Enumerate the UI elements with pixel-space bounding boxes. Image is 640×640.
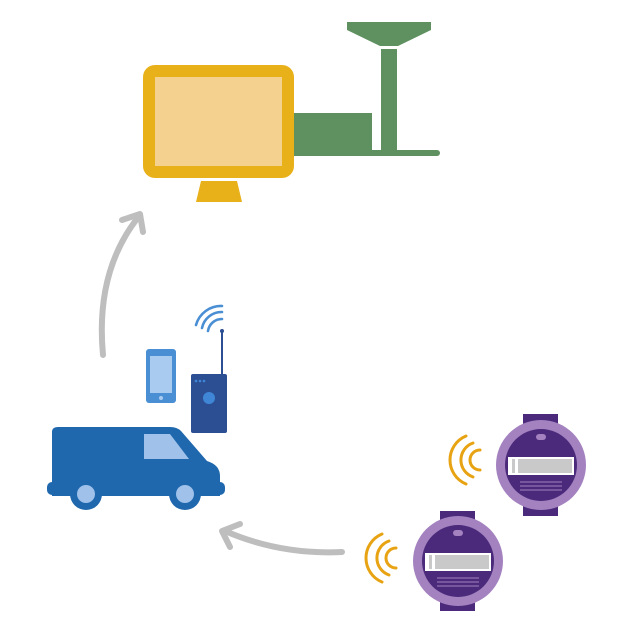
delivery-van-icon bbox=[47, 427, 225, 510]
monitor-icon bbox=[143, 65, 294, 202]
flow-arrow-up bbox=[98, 211, 146, 358]
smart-meter-icon bbox=[496, 414, 586, 516]
flow-arrow-left bbox=[219, 521, 345, 556]
radio-signal-icon bbox=[364, 532, 398, 584]
base-station-icon bbox=[294, 113, 372, 156]
wifi-icon bbox=[194, 304, 224, 333]
radio-signal-icon bbox=[448, 434, 482, 486]
satellite-dish-icon bbox=[347, 22, 440, 156]
smart-meter-icon bbox=[413, 511, 503, 611]
handheld-reader-icon bbox=[191, 329, 227, 433]
smartphone-icon bbox=[146, 349, 176, 403]
